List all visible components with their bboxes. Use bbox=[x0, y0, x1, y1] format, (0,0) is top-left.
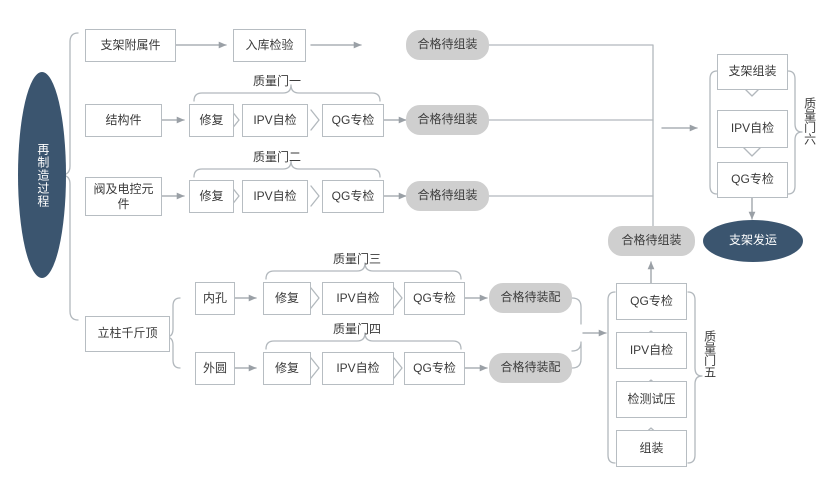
step-label: 修复 bbox=[199, 188, 224, 203]
branch-label: 阀及电控元件 bbox=[93, 181, 154, 211]
gate6-step-ipv[interactable]: IPV自检 bbox=[717, 110, 788, 148]
gate5-step-qg[interactable]: QG专检 bbox=[616, 283, 687, 320]
step-label: QG专检 bbox=[731, 172, 774, 187]
step-label: 修复 bbox=[274, 360, 299, 375]
row2-step-xiufu[interactable]: 修复 bbox=[189, 104, 234, 137]
row4-step-xiufu[interactable]: 修复 bbox=[263, 282, 311, 315]
row5-step-ipv[interactable]: IPV自检 bbox=[322, 352, 394, 385]
step-label: IPV自检 bbox=[629, 342, 674, 357]
row5-result-pill[interactable]: 合格待装配 bbox=[489, 353, 572, 383]
row4-sub-neikong[interactable]: 内孔 bbox=[195, 282, 235, 315]
gate-label-five: 质量门五 bbox=[702, 330, 717, 378]
step-label: QG专检 bbox=[630, 293, 673, 308]
step-label: IPV自检 bbox=[730, 121, 775, 136]
step-label: IPV自检 bbox=[253, 188, 297, 203]
step-label: IPV自检 bbox=[253, 112, 297, 127]
branch-box-fujianjian[interactable]: 支架附属件 bbox=[85, 29, 176, 62]
result-label: 合格待装配 bbox=[500, 290, 561, 305]
gate-label-four: 质量门四 bbox=[333, 322, 382, 336]
step-label: QG专检 bbox=[331, 188, 375, 203]
row3-step-ipv[interactable]: IPV自检 bbox=[242, 180, 308, 213]
result-label: 合格待装配 bbox=[500, 360, 561, 375]
step-label: QG专检 bbox=[413, 290, 456, 305]
root-process-label: 再制造过程 bbox=[35, 142, 50, 208]
gate5-step-ipv[interactable]: IPV自检 bbox=[616, 332, 687, 369]
step-label: QG专检 bbox=[331, 112, 375, 127]
row4-result-pill[interactable]: 合格待装配 bbox=[489, 283, 572, 313]
step-label: 检测试压 bbox=[627, 391, 676, 406]
gate6-step-zhijiazuzhuang[interactable]: 支架组装 bbox=[717, 54, 788, 90]
branch-label: 支架附属件 bbox=[100, 37, 161, 52]
step-label: 修复 bbox=[199, 112, 224, 127]
step-label: IPV自检 bbox=[336, 360, 380, 375]
branch-box-jiegoujian[interactable]: 结构件 bbox=[85, 104, 162, 137]
row4-step-qg[interactable]: QG专检 bbox=[404, 282, 465, 315]
row4-step-ipv[interactable]: IPV自检 bbox=[322, 282, 394, 315]
step-label: QG专检 bbox=[413, 360, 456, 375]
result-label: 合格待组装 bbox=[621, 233, 682, 248]
result-label: 合格待组装 bbox=[417, 112, 478, 127]
row1-result-pill[interactable]: 合格待组装 bbox=[406, 30, 489, 60]
step-label: 修复 bbox=[274, 290, 299, 305]
step-label: 支架组装 bbox=[728, 64, 777, 79]
gate5-result-pill[interactable]: 合格待组装 bbox=[608, 226, 695, 256]
row5-sub-waiyuan[interactable]: 外圆 bbox=[195, 352, 235, 385]
row5-step-xiufu[interactable]: 修复 bbox=[263, 352, 311, 385]
final-shipping-ellipse[interactable]: 支架发运 bbox=[703, 220, 803, 262]
branch-box-fadiankong[interactable]: 阀及电控元件 bbox=[85, 177, 162, 216]
row3-step-qg[interactable]: QG专检 bbox=[322, 180, 384, 213]
row1-step-rukujianyan[interactable]: 入库检验 bbox=[233, 29, 306, 62]
row2-step-ipv[interactable]: IPV自检 bbox=[242, 104, 308, 137]
step-label: 组装 bbox=[639, 440, 664, 455]
gate6-step-qg[interactable]: QG专检 bbox=[717, 162, 788, 198]
gate-label-two: 质量门二 bbox=[253, 150, 302, 164]
result-label: 合格待组装 bbox=[417, 37, 478, 52]
sub-label: 外圆 bbox=[202, 360, 227, 375]
gate-label-one: 质量门一 bbox=[253, 74, 302, 88]
gate-label-three: 质量门三 bbox=[333, 252, 382, 266]
row5-step-qg[interactable]: QG专检 bbox=[404, 352, 465, 385]
row3-step-xiufu[interactable]: 修复 bbox=[189, 180, 234, 213]
step-label: IPV自检 bbox=[336, 290, 380, 305]
row3-result-pill[interactable]: 合格待组装 bbox=[406, 181, 489, 211]
root-process-ellipse[interactable]: 再制造过程 bbox=[18, 72, 66, 278]
branch-label: 立柱千斤顶 bbox=[97, 326, 158, 341]
row2-step-qg[interactable]: QG专检 bbox=[322, 104, 384, 137]
gate-label-six: 质量门六 bbox=[802, 97, 817, 145]
final-shipping-label: 支架发运 bbox=[728, 233, 777, 248]
branch-box-lizhuqianjinding[interactable]: 立柱千斤顶 bbox=[85, 316, 170, 352]
gate5-step-zuzhuang[interactable]: 组装 bbox=[616, 430, 687, 467]
result-label: 合格待组装 bbox=[417, 188, 478, 203]
sub-label: 内孔 bbox=[202, 290, 227, 305]
row2-result-pill[interactable]: 合格待组装 bbox=[406, 105, 489, 135]
branch-label: 结构件 bbox=[105, 112, 142, 127]
gate5-step-jiance[interactable]: 检测试压 bbox=[616, 381, 687, 418]
step-label: 入库检验 bbox=[245, 37, 294, 52]
